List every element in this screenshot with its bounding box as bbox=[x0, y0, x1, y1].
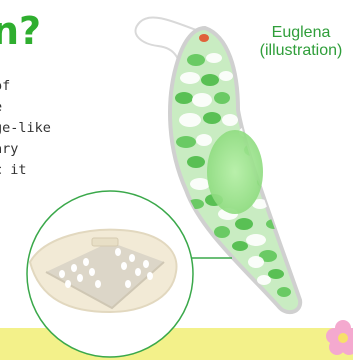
illustration-label: Euglena (illustration) bbox=[246, 24, 353, 60]
chloroplast bbox=[235, 218, 253, 230]
chloroplast bbox=[176, 136, 196, 148]
chloroplast bbox=[187, 54, 205, 66]
label-line-2: (illustration) bbox=[246, 42, 353, 60]
chloroplast bbox=[190, 178, 210, 190]
pellicle-magnification bbox=[27, 191, 193, 357]
pore bbox=[115, 248, 121, 256]
pore bbox=[147, 272, 153, 280]
pore bbox=[59, 270, 65, 278]
nucleus bbox=[207, 130, 263, 214]
eyespot bbox=[199, 34, 209, 42]
pore bbox=[95, 280, 101, 288]
pore bbox=[83, 258, 89, 266]
chloroplast bbox=[201, 74, 219, 86]
chloroplast bbox=[196, 134, 212, 146]
pore bbox=[143, 260, 149, 268]
pore bbox=[125, 280, 131, 288]
chloroplast bbox=[175, 92, 193, 104]
chloroplast bbox=[203, 112, 221, 124]
pore bbox=[129, 254, 135, 262]
chloroplast bbox=[248, 256, 264, 268]
chloroplast bbox=[232, 241, 248, 251]
chloroplast bbox=[222, 114, 238, 126]
chloroplast bbox=[268, 269, 284, 279]
pore bbox=[89, 268, 95, 276]
pore bbox=[135, 268, 141, 276]
pore bbox=[77, 274, 83, 282]
chloroplast bbox=[214, 92, 230, 104]
pore bbox=[65, 280, 71, 288]
chloroplast bbox=[219, 71, 233, 81]
chloroplast bbox=[257, 275, 271, 285]
chloroplast bbox=[179, 113, 201, 127]
chloroplast bbox=[206, 53, 222, 63]
chloroplast bbox=[187, 156, 205, 168]
chloroplast bbox=[192, 93, 212, 107]
chloroplast bbox=[214, 226, 230, 238]
pore bbox=[121, 262, 127, 270]
label-line-1: Euglena bbox=[246, 24, 353, 42]
chloroplast bbox=[277, 287, 291, 297]
flower-icon bbox=[326, 320, 353, 355]
pore bbox=[71, 264, 77, 272]
chloroplast bbox=[246, 234, 266, 246]
chloroplast bbox=[180, 72, 200, 84]
